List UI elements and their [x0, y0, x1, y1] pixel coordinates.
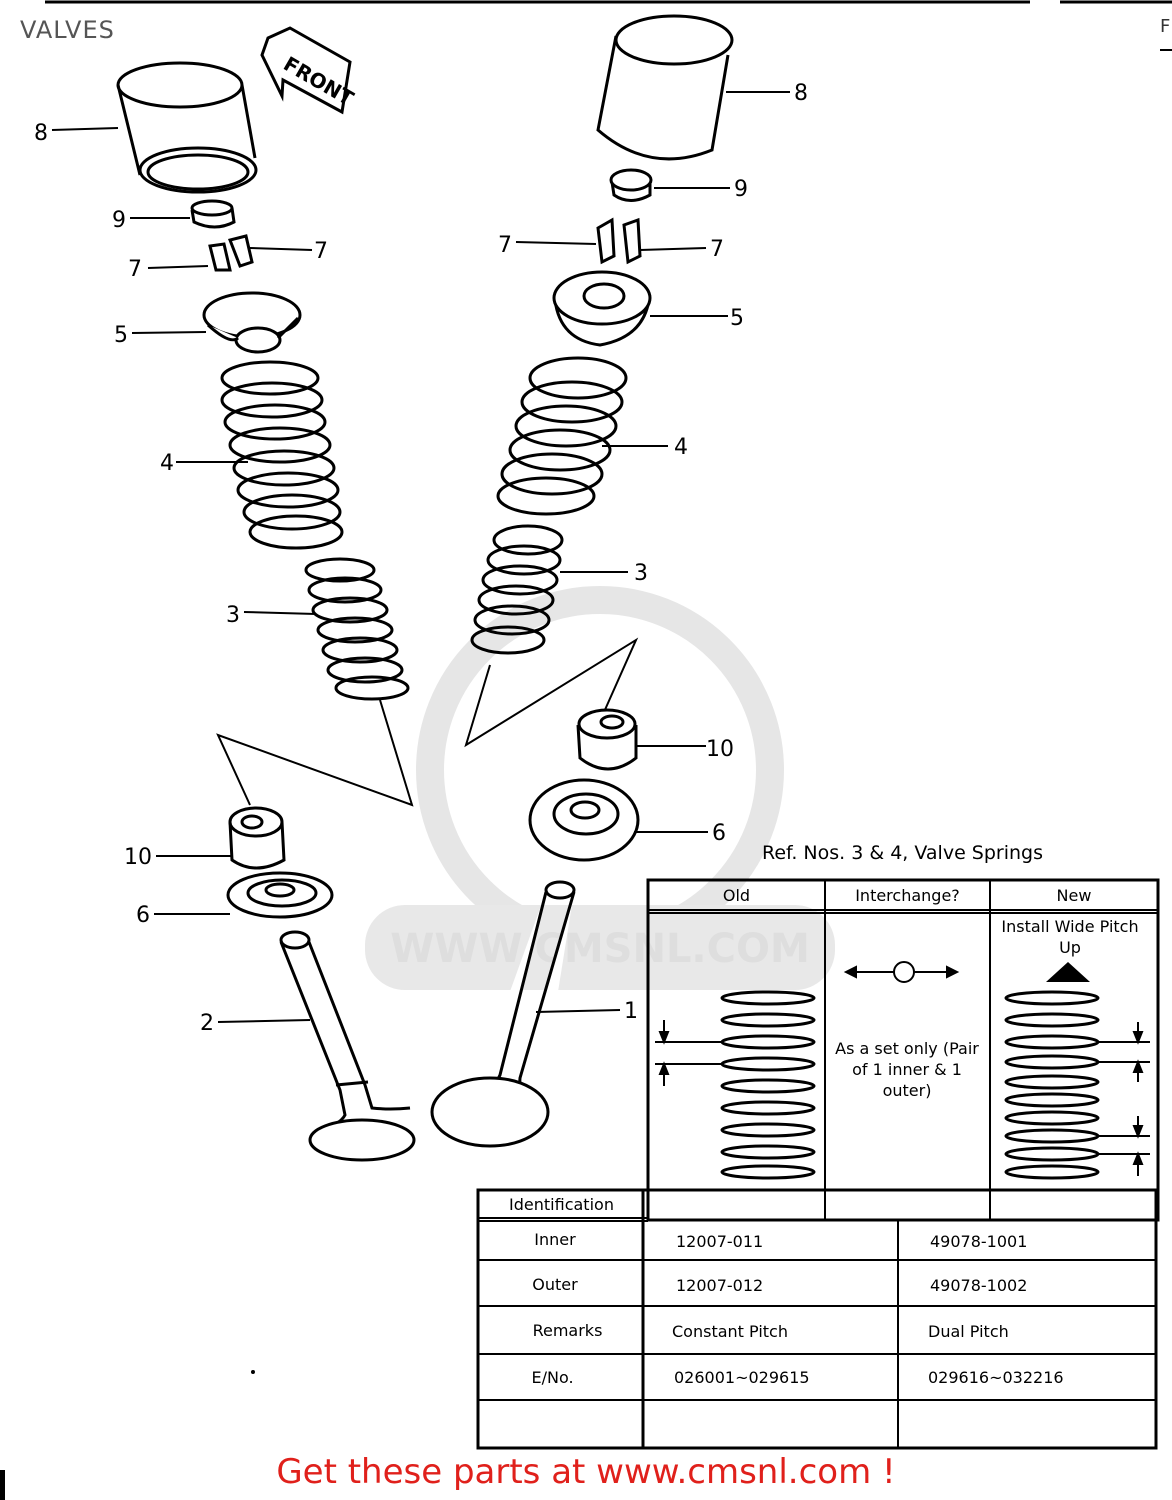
old-pitch-marker: [655, 1020, 722, 1086]
row-old-value: 026001~029615: [674, 1368, 810, 1387]
interchange-symbol-icon: [843, 961, 960, 983]
left-outer-spring: [220, 360, 344, 550]
left-tappet: [116, 61, 258, 194]
callout-label: 2: [200, 1011, 214, 1036]
parts-banner-link[interactable]: Get these parts at www.cmsnl.com !: [276, 1452, 896, 1492]
right-shim: [609, 168, 653, 202]
callout-label: 7: [710, 237, 724, 262]
row-new-value: 49078-1001: [930, 1232, 1028, 1251]
left-inner-spring: [304, 557, 410, 701]
right-keepers: [596, 217, 642, 265]
callout-label: 5: [730, 306, 744, 331]
row-new-value: 49078-1002: [930, 1276, 1028, 1295]
callout-label: 1: [624, 999, 638, 1024]
callout-label: 6: [712, 821, 726, 846]
callout-label: 5: [114, 323, 128, 348]
callout-label: 3: [226, 603, 240, 628]
right-valve: [430, 880, 576, 1148]
corner-mark: F: [1160, 16, 1171, 37]
row-label: Inner: [534, 1230, 576, 1249]
row-label: Remarks: [532, 1321, 603, 1340]
callout-leaders: [51, 91, 790, 1023]
left-spring-seat: [226, 871, 334, 919]
identification-header: Identification: [509, 1195, 614, 1214]
table-head-new: New: [1056, 886, 1092, 905]
left-keepers: [208, 234, 254, 272]
callout-label: 3: [634, 561, 648, 586]
callout-label: 8: [794, 81, 808, 106]
page-title: VALVES: [20, 16, 115, 44]
callout-numbers: 8 9 7 7 5 4 3 10 6 2 8 9 7 7 5 4 3 10 6 …: [34, 81, 808, 1036]
row-label: Outer: [532, 1275, 578, 1294]
new-spring-icon: [1004, 990, 1100, 1180]
install-note: Install Wide Pitch Up: [1001, 917, 1139, 957]
callout-label: 7: [128, 257, 142, 282]
spring-table-title: Ref. Nos. 3 & 4, Valve Springs: [762, 842, 1044, 864]
left-shim: [190, 199, 236, 229]
spring-table-grid: [476, 878, 1160, 1450]
callout-label: 4: [160, 451, 174, 476]
right-outer-spring: [496, 356, 628, 516]
row-label: E/No.: [531, 1368, 574, 1387]
right-inner-spring: [470, 524, 564, 655]
new-pitch-markers: [1098, 1022, 1150, 1176]
row-old-value: 12007-011: [676, 1232, 764, 1251]
old-spring-icon: [720, 990, 816, 1180]
row-new-value: 029616~032216: [928, 1368, 1064, 1387]
set-note: As a set only (Pair of 1 inner & 1 outer…: [835, 1039, 979, 1100]
right-valve-seal: [576, 708, 638, 771]
callout-label: 9: [112, 208, 126, 233]
row-old-value: 12007-012: [676, 1276, 764, 1295]
left-valve: [279, 930, 416, 1162]
callout-label: 10: [124, 845, 152, 870]
watermark-text: WWW.CMSNL.COM: [390, 926, 810, 972]
callout-label: 10: [706, 737, 734, 762]
up-arrow-icon: [1046, 962, 1090, 982]
row-new-value: Dual Pitch: [928, 1322, 1009, 1341]
callout-label: 7: [314, 239, 328, 264]
left-valve-seal: [228, 806, 286, 870]
right-spring-seat: [528, 778, 640, 862]
right-retainer: [552, 270, 652, 347]
callout-label: 4: [674, 435, 688, 460]
table-head-interchange: Interchange?: [855, 886, 960, 905]
right-tappet: [596, 14, 734, 161]
front-arrow-icon: FRONT: [260, 26, 358, 115]
left-retainer: [202, 291, 302, 354]
callout-label: 6: [136, 903, 150, 928]
row-old-value: Constant Pitch: [672, 1322, 788, 1341]
table-head-old: Old: [722, 886, 751, 905]
callout-label: 9: [734, 177, 748, 202]
callout-label: 7: [498, 233, 512, 258]
callout-label: 8: [34, 121, 48, 146]
watermark: WWW.CMSNL.COM: [365, 586, 835, 990]
